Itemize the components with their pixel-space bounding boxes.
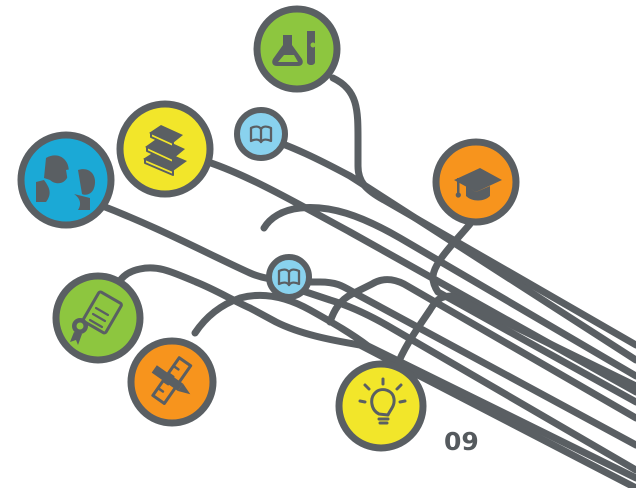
certificate-icon	[70, 290, 123, 345]
connector-mid-crossing	[326, 276, 636, 422]
node-discussion	[17, 131, 115, 229]
connector-certificate	[104, 264, 636, 488]
node-idea	[335, 360, 427, 452]
connector-reading-mid	[296, 286, 636, 474]
book-icon	[277, 268, 301, 287]
connector-idea	[392, 292, 636, 390]
page-number: 09	[444, 427, 479, 456]
graduation-cap-icon	[454, 168, 502, 201]
books-stack-icon	[143, 125, 187, 176]
people-talking-icon	[36, 155, 96, 210]
book-icon	[249, 125, 273, 144]
flask-icon	[272, 31, 316, 66]
connector-library	[204, 158, 636, 396]
icon-layer	[36, 31, 502, 425]
lightbulb-icon	[358, 377, 407, 425]
pencil-ruler-icon	[151, 356, 193, 405]
node-science	[253, 5, 341, 93]
connector-upper-crossing	[260, 204, 636, 380]
